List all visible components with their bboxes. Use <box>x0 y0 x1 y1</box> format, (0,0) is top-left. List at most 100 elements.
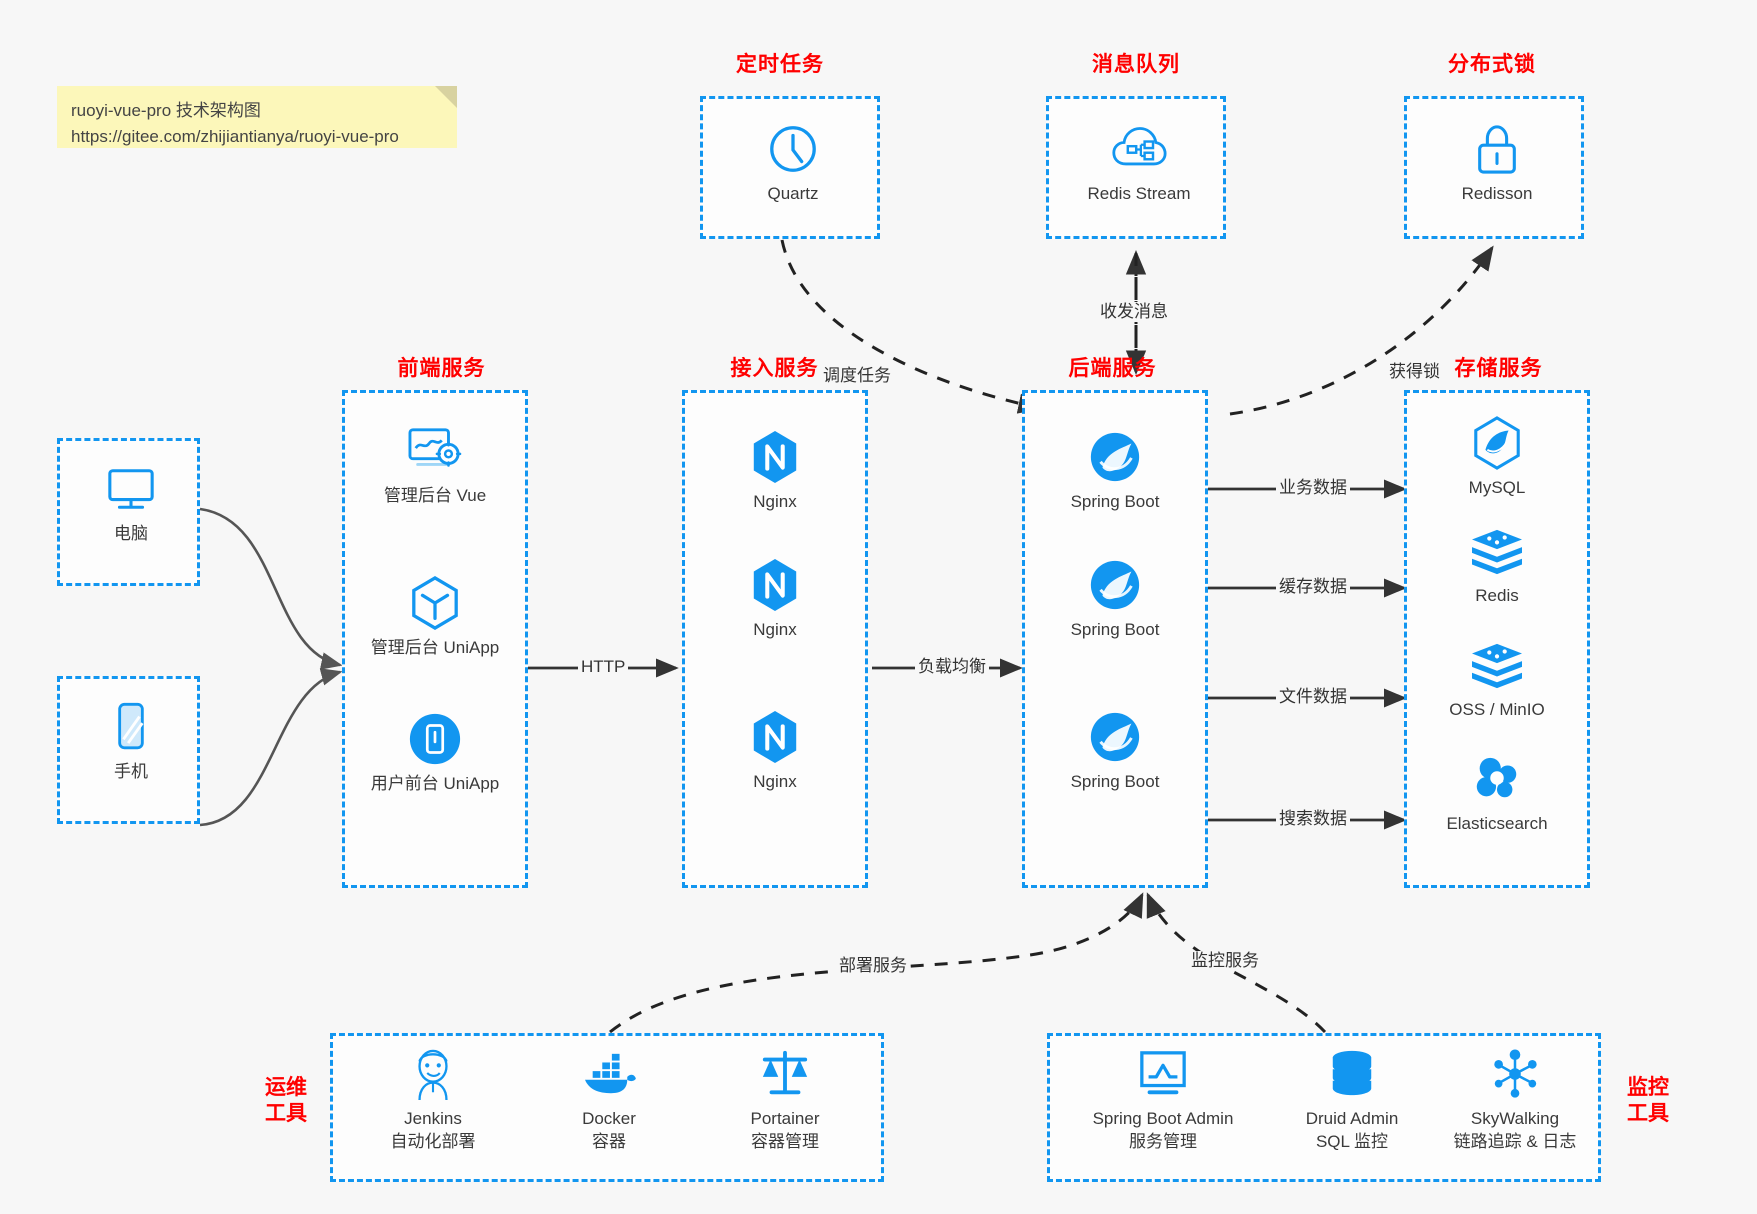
node-pc[interactable]: 电脑 <box>51 461 211 546</box>
node-label: 电脑 <box>114 524 148 543</box>
node-redisson[interactable]: Redisson <box>1417 121 1577 206</box>
node-label: Druid Admin <box>1305 1109 1399 1128</box>
group-label-backend: 后端服务 <box>1068 357 1157 380</box>
group-label-ops: 运维 工具 <box>258 1075 314 1128</box>
cloud-stream-icon <box>1059 121 1219 177</box>
group-box-client-pc: 电脑 <box>57 438 200 586</box>
node-label: OSS / MinIO <box>1449 700 1545 719</box>
note-line-1: ruoyi-vue-pro 技术架构图 <box>71 101 261 120</box>
node-nginx-2[interactable]: Nginx <box>695 557 855 642</box>
node-jenkins[interactable]: Jenkins 自动化部署 <box>353 1046 513 1154</box>
node-label: Spring Boot Admin <box>1092 1109 1234 1128</box>
node-quartz[interactable]: Quartz <box>713 121 873 206</box>
node-label: Redis <box>1475 586 1519 605</box>
edge-label-load-balance: 负载均衡 <box>915 657 989 678</box>
lock-icon <box>1417 121 1577 177</box>
node-label: 管理后台 Vue <box>383 486 487 505</box>
node-label: Redis Stream <box>1087 184 1191 203</box>
node-skywalking[interactable]: SkyWalking 链路追踪 & 日志 <box>1415 1046 1615 1154</box>
nginx-icon <box>695 429 855 485</box>
node-user-uniapp[interactable]: 用户前台 UniApp <box>355 711 515 796</box>
group-box-gateway: Nginx Nginx Nginx <box>682 390 868 888</box>
node-label: Spring Boot <box>1070 772 1160 791</box>
group-label-frontend: 前端服务 <box>397 357 486 380</box>
edge-label-business-data: 业务数据 <box>1276 478 1350 499</box>
clock-icon <box>713 121 873 177</box>
edge-label-acquire-lock: 获得锁 <box>1386 362 1443 383</box>
spring-icon <box>1035 429 1195 485</box>
node-redis-stream[interactable]: Redis Stream <box>1059 121 1219 206</box>
spring-icon <box>1035 709 1195 765</box>
database-icon <box>1262 1046 1442 1102</box>
edge-label-cache-data: 缓存数据 <box>1276 577 1350 598</box>
node-label: 手机 <box>114 762 148 781</box>
elasticsearch-icon <box>1417 751 1577 807</box>
node-label: SkyWalking <box>1470 1109 1560 1128</box>
group-label-mq: 消息队列 <box>1092 53 1180 76</box>
node-admin-uniapp[interactable]: 管理后台 UniApp <box>355 575 515 660</box>
node-label: Quartz <box>767 184 819 203</box>
group-box-mq: Redis Stream <box>1046 96 1226 239</box>
edge-label-deploy-service: 部署服务 <box>836 956 910 977</box>
node-redis[interactable]: Redis <box>1417 523 1577 608</box>
node-label: 管理后台 UniApp <box>370 638 500 657</box>
node-desc: 容器管理 <box>751 1131 819 1151</box>
node-elasticsearch[interactable]: Elasticsearch <box>1417 751 1577 836</box>
node-label: Spring Boot <box>1070 492 1160 511</box>
oss-icon <box>1417 637 1577 693</box>
group-label-monitor-line1: 监控 <box>1627 1076 1669 1099</box>
skywalking-icon <box>1415 1046 1615 1102</box>
monitor-chart-icon <box>1063 1046 1263 1102</box>
docker-icon <box>529 1046 689 1102</box>
node-oss-minio[interactable]: OSS / MinIO <box>1417 637 1577 722</box>
group-label-ops-line2: 工具 <box>265 1102 307 1126</box>
node-label: MySQL <box>1468 478 1526 497</box>
node-label: Redisson <box>1461 184 1533 203</box>
node-mobile[interactable]: 手机 <box>51 699 211 784</box>
node-spring-boot-admin[interactable]: Spring Boot Admin 服务管理 <box>1063 1046 1263 1154</box>
edge-label-http: HTTP <box>578 657 629 678</box>
edge-label-file-data: 文件数据 <box>1276 687 1350 708</box>
dashboard-gear-icon <box>355 423 515 479</box>
node-label: Jenkins <box>404 1109 462 1128</box>
node-portainer[interactable]: Portainer 容器管理 <box>705 1046 865 1154</box>
edge-label-send-receive: 收发消息 <box>1097 302 1171 323</box>
node-label: Docker <box>582 1109 636 1128</box>
group-box-monitor: Spring Boot Admin 服务管理 Druid Admin SQL 监… <box>1047 1033 1601 1182</box>
node-mysql[interactable]: MySQL <box>1417 415 1577 500</box>
group-box-storage: MySQL Redis <box>1404 390 1590 888</box>
group-label-monitor: 监控 工具 <box>1620 1075 1676 1128</box>
node-docker[interactable]: Docker 容器 <box>529 1046 689 1154</box>
node-spring-boot-2[interactable]: Spring Boot <box>1035 557 1195 642</box>
node-spring-boot-1[interactable]: Spring Boot <box>1035 429 1195 514</box>
node-desc: SQL 监控 <box>1315 1131 1389 1151</box>
node-nginx-1[interactable]: Nginx <box>695 429 855 514</box>
node-label: Spring Boot <box>1070 620 1160 639</box>
node-label: Portainer <box>750 1109 820 1128</box>
jenkins-icon <box>353 1046 513 1102</box>
group-label-ops-line1: 运维 <box>265 1076 307 1099</box>
node-admin-vue[interactable]: 管理后台 Vue <box>355 423 515 508</box>
desktop-icon <box>51 461 211 517</box>
node-desc: 服务管理 <box>1129 1131 1197 1151</box>
node-label: Nginx <box>753 772 797 791</box>
group-label-gateway: 接入服务 <box>730 357 819 380</box>
group-box-client-mobile: 手机 <box>57 676 200 824</box>
spring-icon <box>1035 557 1195 613</box>
node-spring-boot-3[interactable]: Spring Boot <box>1035 709 1195 794</box>
scales-icon <box>705 1046 865 1102</box>
node-desc: 容器 <box>592 1131 626 1151</box>
group-box-lock: Redisson <box>1404 96 1584 239</box>
edge-label-schedule-task: 调度任务 <box>820 366 894 387</box>
redis-icon <box>1417 523 1577 579</box>
node-label: Elasticsearch <box>1446 814 1548 833</box>
edge-label-search-data: 搜索数据 <box>1276 809 1350 830</box>
note-dogear-icon <box>435 86 457 108</box>
node-nginx-3[interactable]: Nginx <box>695 709 855 794</box>
node-label: 用户前台 UniApp <box>370 774 500 793</box>
group-label-monitor-line2: 工具 <box>1627 1102 1669 1126</box>
node-desc: 链路追踪 & 日志 <box>1453 1131 1577 1151</box>
node-druid-admin[interactable]: Druid Admin SQL 监控 <box>1262 1046 1442 1154</box>
group-box-scheduler: Quartz <box>700 96 880 239</box>
